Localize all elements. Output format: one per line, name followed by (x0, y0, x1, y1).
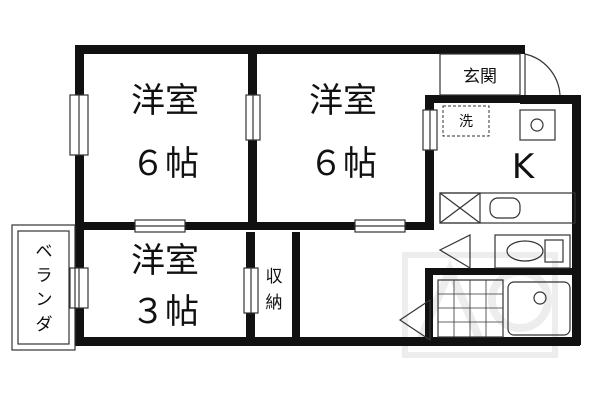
bathroom (398, 279, 571, 342)
veranda-char: ベ (36, 242, 53, 262)
room1-name: 洋室 (131, 81, 199, 121)
door-room3-storage (243, 267, 259, 314)
toilet (438, 234, 571, 270)
window-left-upper (69, 94, 89, 156)
window-left-lower (69, 267, 89, 309)
storage-label-line2: 納 (266, 293, 283, 313)
door-room2-kitchen (422, 109, 438, 151)
room3-name: 洋室 (131, 241, 199, 281)
room2-name: 洋室 (309, 81, 377, 121)
storage-label-line1: 収 (266, 267, 283, 287)
kitchen-fixtures (439, 109, 576, 224)
veranda-char: ラ (36, 266, 53, 286)
washer-label: 洗 (459, 114, 473, 130)
door-room1-room3 (134, 219, 186, 233)
kitchen-label: K (512, 147, 536, 187)
veranda (11, 224, 76, 351)
entrance-area (439, 53, 561, 96)
room3-size: ３帖 (131, 292, 199, 332)
entrance-label: 玄関 (463, 67, 497, 87)
room1-size: ６帖 (131, 144, 199, 184)
veranda-char: ン (36, 290, 53, 310)
room2-size: ６帖 (309, 144, 377, 184)
door-room2-hall (354, 219, 406, 233)
veranda-char: ダ (36, 315, 53, 335)
washer-area (442, 105, 490, 137)
door-room1-room2 (245, 94, 261, 141)
